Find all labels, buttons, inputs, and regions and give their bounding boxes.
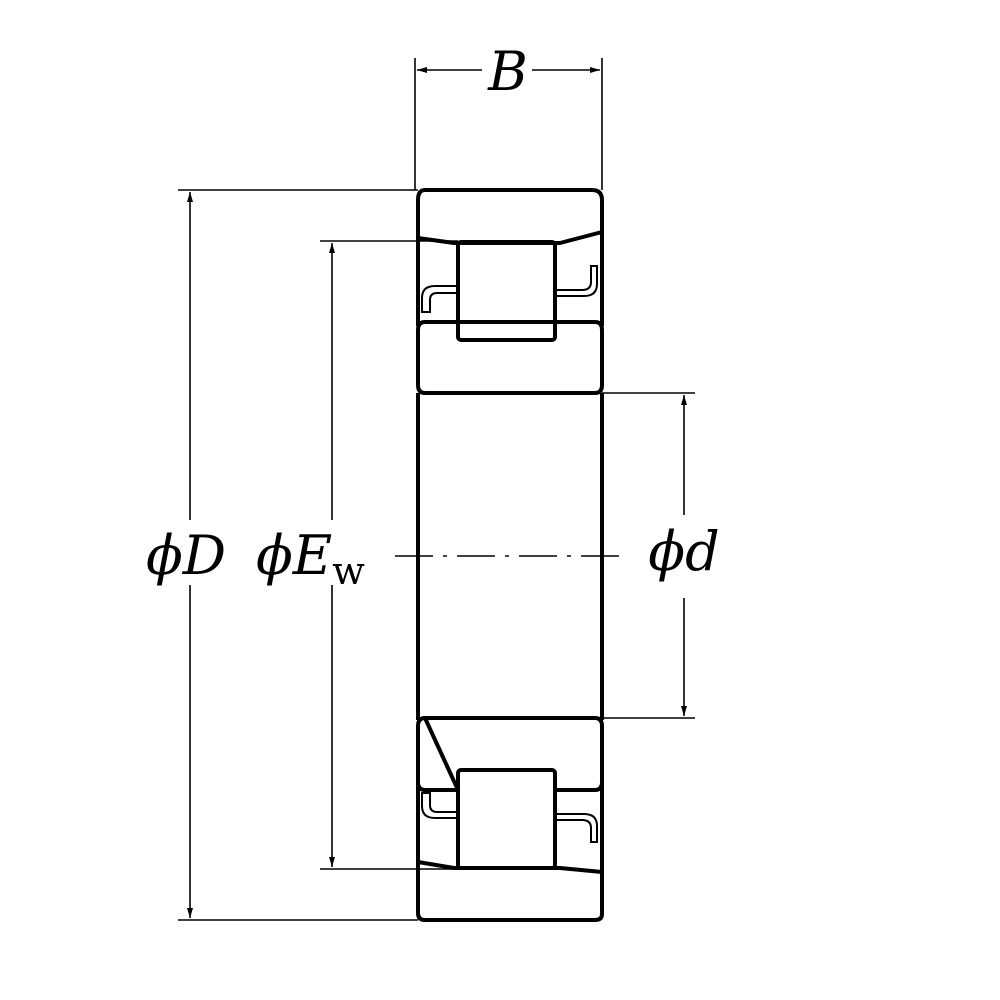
dimension-b: B [414, 40, 603, 190]
label-roller-envelope: ϕEw [256, 524, 365, 593]
label-roller-envelope-sub: w [332, 549, 365, 593]
dimension-outer-diameter: ϕD [146, 189, 418, 921]
label-outer-diameter: ϕD [146, 524, 226, 587]
label-roller-envelope-main: ϕE [256, 524, 332, 587]
dimension-roller-envelope: ϕEw [256, 240, 458, 870]
dimension-bore-diameter: ϕd [602, 392, 720, 719]
label-bore-diameter: ϕd [648, 520, 719, 583]
cage-bottom [421, 792, 598, 843]
roller-bottom [456, 768, 557, 870]
outer-ring [416, 188, 604, 922]
cage-top [421, 265, 598, 313]
roller-top [456, 240, 557, 342]
label-b: B [487, 40, 528, 103]
